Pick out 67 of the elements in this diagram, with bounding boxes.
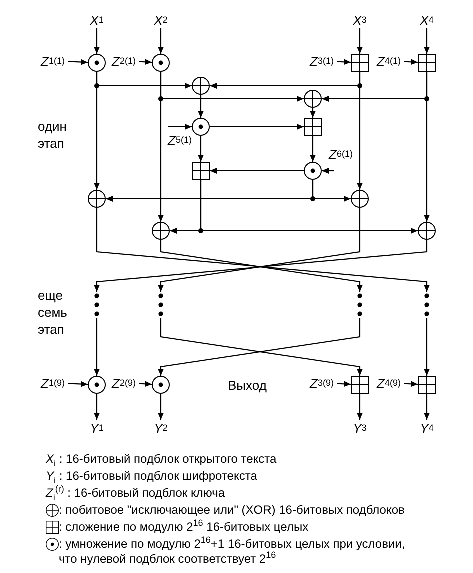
xor-symbol	[304, 90, 322, 108]
add-symbol	[418, 376, 436, 394]
arrow	[424, 28, 430, 54]
output-caption: Выход	[228, 377, 268, 394]
arrow	[357, 28, 363, 54]
arrow	[210, 168, 304, 174]
arrow	[404, 381, 418, 388]
stage-label: еще семь этап	[38, 287, 68, 338]
arrow	[158, 72, 164, 222]
multiply-symbol	[192, 118, 210, 136]
xor-symbol	[88, 190, 106, 208]
xor-symbol	[192, 77, 210, 95]
arrow	[94, 318, 100, 376]
multiply-symbol	[88, 376, 106, 394]
multiply-symbol	[304, 162, 322, 180]
arrow	[210, 124, 304, 130]
arrow	[336, 381, 352, 388]
arrow	[357, 72, 363, 190]
ellipsis-dots	[357, 292, 363, 318]
xor-symbol	[152, 222, 170, 240]
add-symbol	[192, 162, 210, 180]
arrow	[96, 208, 430, 292]
add-symbol	[351, 54, 369, 72]
arrow	[357, 394, 363, 420]
arrow	[198, 136, 204, 162]
arrow	[200, 180, 418, 234]
arrow	[322, 168, 334, 174]
arrow	[336, 59, 352, 66]
arrow	[404, 59, 418, 66]
arrow	[160, 240, 363, 292]
arrow	[68, 59, 88, 66]
arrow	[312, 180, 351, 202]
arrow	[198, 95, 204, 118]
add-symbol	[304, 118, 322, 136]
arrow	[94, 240, 428, 292]
legend-text: : сложение по модулю 2$^{16}$ 16-битовых целых	[59, 520, 309, 535]
arrow	[94, 28, 100, 54]
arrow	[310, 136, 316, 162]
arrow	[94, 394, 100, 420]
xor-symbol	[351, 190, 369, 208]
legend-text: Z$_{i}$$^{(r)}$ : 16-битовый подблок ключа	[46, 486, 226, 501]
arrow	[158, 208, 361, 292]
multiply-symbol	[152, 376, 170, 394]
add-symbol	[351, 376, 369, 394]
legend-text: : побитовое "исключающее или" (XOR) 16-битовых подблоков	[59, 503, 405, 518]
multiply-symbol	[88, 54, 106, 72]
arrow	[424, 394, 430, 420]
arrow	[168, 124, 192, 130]
ellipsis-dots	[424, 292, 430, 318]
arrow	[138, 381, 152, 388]
xor-symbol	[418, 222, 436, 240]
arrow	[424, 318, 430, 376]
arrow	[158, 394, 164, 420]
legend-text: : умножение по модулю 2$^{16}$+1 16-битовых целых при условии, что нулевой подблок соответствует 2$^{16}$	[59, 537, 406, 567]
stage-label: один этап	[38, 118, 68, 152]
arrow	[68, 381, 88, 388]
multiply-symbol	[152, 54, 170, 72]
legend-text: X$_{i}$ : 16-битовый подблок открытого текста	[46, 452, 277, 467]
add-symbol	[418, 54, 436, 72]
ellipsis-dots	[158, 292, 164, 318]
ellipsis-dots	[94, 292, 100, 318]
arrow	[424, 72, 430, 222]
arrow	[158, 28, 164, 54]
arrow	[94, 72, 100, 190]
arrow	[310, 108, 316, 118]
arrow	[138, 59, 152, 66]
legend-text: Y$_{i}$ : 16-битовый подблок шифротекста	[46, 469, 258, 484]
